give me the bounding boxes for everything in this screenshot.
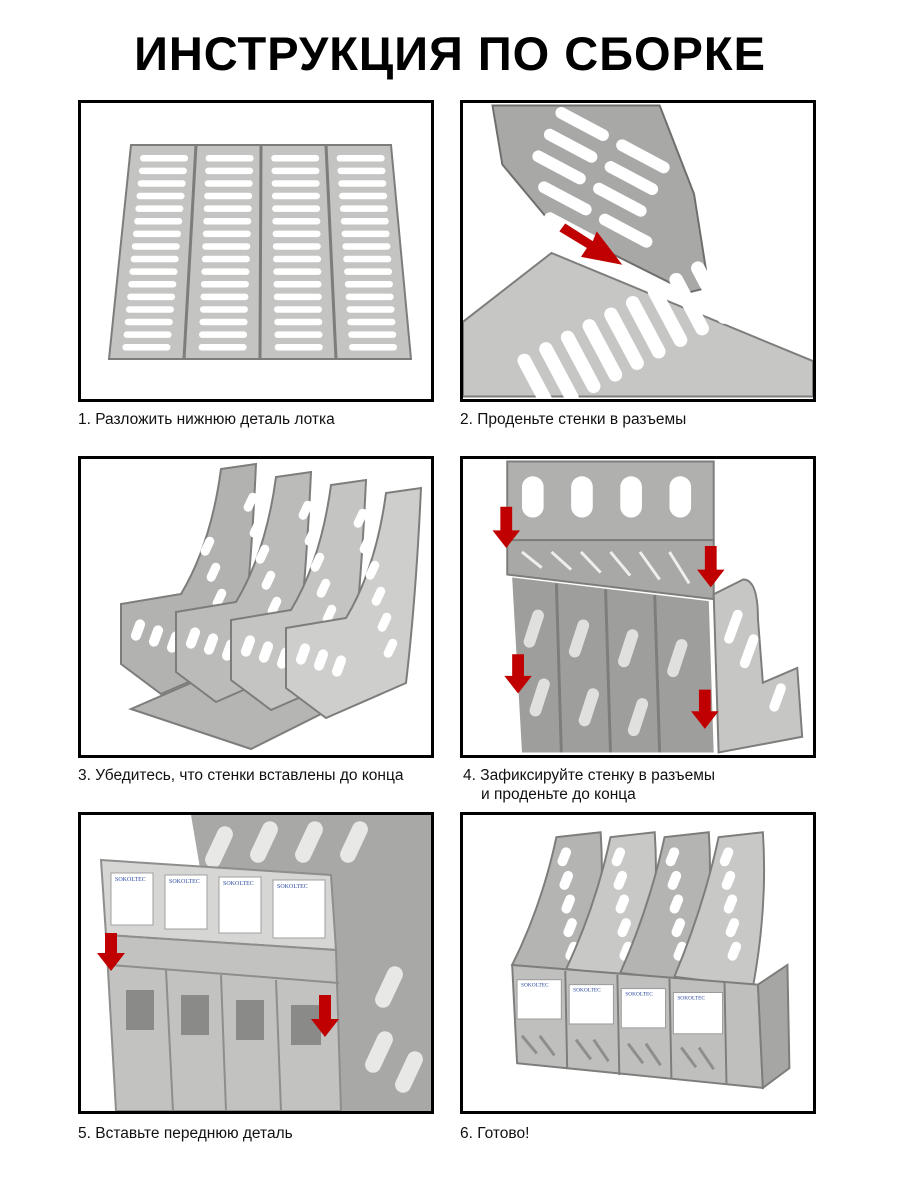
holder-wall-4 bbox=[672, 831, 766, 988]
step-4-image bbox=[460, 456, 816, 758]
step-4-caption-line-1: 4. Зафиксируйте стенку в разъемы bbox=[463, 767, 716, 784]
step-3-caption: 3. Убедитесь, что стенки вставлены до ко… bbox=[78, 767, 404, 784]
step-5-caption: 5. Вставьте переднюю деталь bbox=[78, 1125, 293, 1142]
label-brand-text-8: SOKOLTEC bbox=[677, 995, 705, 1001]
red-arrow-icon bbox=[492, 506, 725, 729]
label-brand-text-2: SOKOLTEC bbox=[169, 879, 200, 885]
label-brand-text-6: SOKOLTEC bbox=[573, 988, 601, 994]
step-2-image bbox=[460, 100, 816, 402]
step-4-caption: 4. Зафиксируйте стенку в разъемы и проде… bbox=[463, 766, 715, 804]
step-4-caption-line-2: и проденьте до конца bbox=[481, 786, 636, 803]
step-3-image bbox=[78, 456, 434, 758]
label-brand-text-3: SOKOLTEC bbox=[223, 881, 254, 887]
label-brand-text-1: SOKOLTEC bbox=[115, 877, 146, 883]
page-title: ИНСТРУКЦИЯ ПО СБОРКЕ bbox=[134, 27, 766, 80]
step-6-caption: 6. Готово! bbox=[460, 1125, 530, 1142]
label-brand-text-7: SOKOLTEC bbox=[625, 991, 653, 997]
tray-with-walls-illustration bbox=[120, 462, 423, 751]
label-brand-text-4: SOKOLTEC bbox=[277, 884, 308, 890]
step-1-caption: 1. Разложить нижнюю деталь лотка bbox=[78, 411, 335, 428]
finished-file-holder-illustration: SOKOLTEC SOKOLTEC SOKOLTEC SOKOLTEC bbox=[510, 831, 791, 1090]
step-5-image: SOKOLTEC SOKOLTEC SOKOLTEC SOKOLTEC bbox=[78, 812, 434, 1114]
red-arrow-icon bbox=[559, 223, 623, 265]
label-brand-text-5: SOKOLTEC bbox=[521, 983, 549, 989]
wall-4 bbox=[285, 486, 423, 720]
flat-base-tray-illustration bbox=[107, 144, 413, 360]
red-arrow-icon bbox=[97, 933, 339, 1037]
step-1-image bbox=[78, 100, 434, 402]
step-6-image: SOKOLTEC SOKOLTEC SOKOLTEC SOKOLTEC bbox=[460, 812, 816, 1114]
step-2-caption: 2. Проденьте стенки в разъемы bbox=[460, 411, 687, 428]
